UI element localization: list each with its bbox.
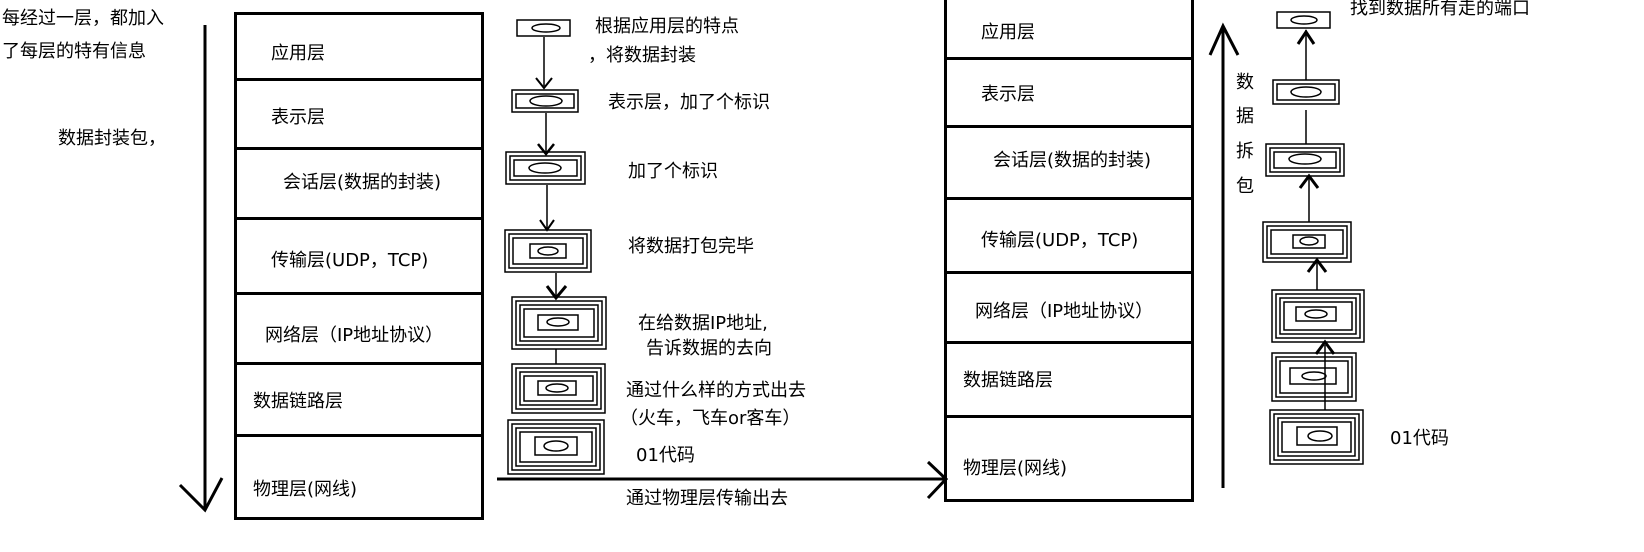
packet-presentation — [511, 89, 579, 113]
encap-note-session: 加了个标识 — [628, 161, 718, 182]
left-layer-physical-label: 物理层(网线) — [253, 479, 358, 500]
packet-r-application — [1276, 11, 1331, 29]
packet-transport — [504, 229, 592, 273]
right-layer-transport-label: 传输层(UDP，TCP) — [981, 230, 1139, 251]
left-layer-session: 会话层(数据的封装) — [237, 150, 481, 220]
right-layer-physical-label: 物理层(网线) — [963, 458, 1068, 479]
encap-note-presentation: 表示层，加了个标识 — [608, 92, 770, 113]
packet-physical — [507, 419, 605, 475]
note-each-layer-line1: 每经过一层，都加入 — [2, 8, 164, 29]
note-each-layer-line2: 了每层的特有信息 — [2, 41, 146, 62]
left-layer-presentation-label: 表示层 — [271, 107, 325, 128]
right-layer-application: 应用层 — [947, 0, 1191, 60]
right-osi-stack: 应用层 表示层 会话层(数据的封装) 传输层(UDP，TCP) 网络层（IP地址… — [944, 0, 1194, 502]
transmission-arrow — [497, 460, 949, 500]
right-layer-presentation-label: 表示层 — [981, 84, 1035, 105]
decap-note-port: 找到数据所有走的端口 — [1350, 0, 1530, 19]
left-layer-physical: 物理层(网线) — [237, 437, 481, 520]
packet-r-physical — [1269, 409, 1364, 465]
packet-session — [505, 151, 586, 185]
decap-label-char-2: 据 — [1236, 106, 1254, 127]
packet-application — [516, 19, 571, 37]
decap-label-char-1: 数 — [1236, 72, 1254, 93]
down-arrow-2 — [537, 113, 555, 157]
decap-note-physical: 01代码 — [1390, 428, 1449, 449]
right-layer-datalink-label: 数据链路层 — [963, 370, 1053, 391]
packet-datalink — [511, 363, 606, 414]
left-layer-datalink-label: 数据链路层 — [253, 391, 343, 412]
right-layer-physical: 物理层(网线) — [947, 418, 1191, 500]
down-arrow-4 — [545, 273, 568, 301]
right-layer-datalink: 数据链路层 — [947, 344, 1191, 418]
note-encapsulation: 数据封装包， — [58, 128, 166, 149]
left-layer-network-label: 网络层（IP地址协议） — [265, 325, 444, 346]
left-layer-application-label: 应用层 — [271, 43, 325, 64]
up-arrow-r5 — [1296, 29, 1316, 80]
right-layer-session-label: 会话层(数据的封装) — [993, 150, 1152, 171]
left-layer-datalink: 数据链路层 — [237, 365, 481, 437]
up-arrow-r2 — [1306, 257, 1328, 290]
packet-r-network — [1271, 289, 1365, 343]
encap-note-datalink-1: 通过什么样的方式出去 — [626, 380, 806, 401]
left-layer-presentation: 表示层 — [237, 81, 481, 150]
decap-label-char-3: 拆 — [1236, 141, 1254, 162]
left-osi-stack: 应用层 表示层 会话层(数据的封装) 传输层(UDP，TCP) 网络层（IP地址… — [234, 12, 484, 520]
up-arrow-r1 — [1314, 339, 1336, 410]
left-layer-network: 网络层（IP地址协议） — [237, 295, 481, 365]
right-layer-network-label: 网络层（IP地址协议） — [975, 301, 1154, 322]
decapsulation-up-arrow — [1208, 22, 1240, 488]
left-layer-transport-label: 传输层(UDP，TCP) — [271, 250, 429, 271]
left-layer-session-label: 会话层(数据的封装) — [283, 172, 442, 193]
right-layer-application-label: 应用层 — [981, 22, 1035, 43]
up-arrow-r3 — [1298, 173, 1320, 222]
right-layer-presentation: 表示层 — [947, 60, 1191, 128]
right-layer-network: 网络层（IP地址协议） — [947, 274, 1191, 344]
right-layer-transport: 传输层(UDP，TCP) — [947, 200, 1191, 274]
packet-r-presentation — [1272, 79, 1340, 105]
encap-note-application-2: ，将数据封装 — [588, 45, 696, 66]
right-layer-session: 会话层(数据的封装) — [947, 128, 1191, 200]
decap-label-char-4: 包 — [1236, 176, 1254, 197]
down-arrow-1 — [535, 37, 553, 90]
encapsulation-down-arrow — [178, 25, 224, 513]
left-layer-transport: 传输层(UDP，TCP) — [237, 220, 481, 295]
packet-r-transport — [1262, 221, 1352, 263]
packet-r-datalink — [1271, 352, 1357, 402]
encap-note-network-2: 告诉数据的去向 — [646, 338, 772, 359]
encap-note-datalink-2: （火车，飞车or客车） — [620, 408, 801, 429]
encap-note-physical: 01代码 — [636, 445, 695, 466]
encap-note-application-1: 根据应用层的特点 — [595, 16, 739, 37]
encap-note-network-1: 在给数据IP地址, — [638, 313, 768, 334]
packet-network — [511, 296, 607, 350]
left-layer-application: 应用层 — [237, 15, 481, 81]
transmit-label: 通过物理层传输出去 — [626, 488, 788, 509]
packet-r-session — [1265, 143, 1345, 177]
down-arrow-3 — [539, 185, 555, 232]
encap-note-transport: 将数据打包完毕 — [628, 236, 754, 257]
